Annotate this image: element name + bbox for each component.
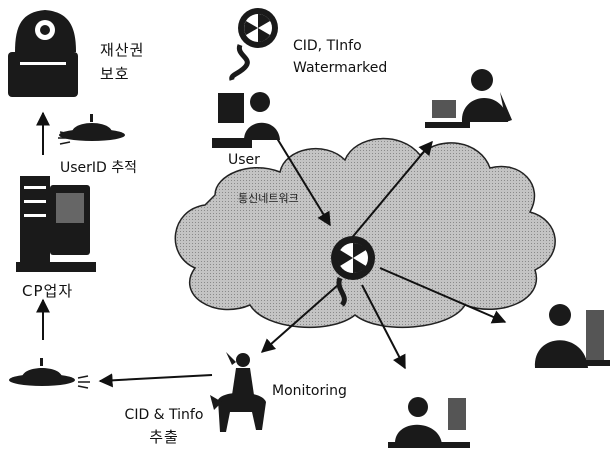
cp-company-label: CP업자: [22, 282, 74, 300]
watermarked-label: Watermarked: [293, 60, 388, 76]
network-label: 통신네트워크: [238, 192, 299, 205]
cid-tinfo-extraction-label: CID & Tinfo: [124, 407, 204, 423]
person-at-desk-bottom-icon: [388, 397, 470, 448]
flow-arrows: [36, 111, 507, 388]
arrow-monitoring-to-radar: [98, 373, 213, 388]
arrow-user-to-network: [274, 134, 331, 227]
arrow-network-to-monitoring: [260, 284, 339, 353]
person-at-laptop-icon: [425, 69, 512, 128]
radar-monitor-icon: [9, 358, 90, 389]
user-label: User: [228, 152, 260, 168]
user-computer-icon: [212, 92, 280, 148]
detective-dog-icon: [210, 352, 266, 432]
copyright-protection-label-line2: 보호: [100, 65, 130, 83]
server-tower-icon: [16, 176, 96, 272]
arrow-network-to-top-right: [349, 140, 433, 241]
cid-tinfo-label: CID, TInfo: [293, 38, 362, 54]
film-reel-icon: [229, 8, 278, 81]
arrow-network-to-right: [379, 267, 507, 324]
monitoring-label: Monitoring: [272, 383, 347, 399]
copyright-protection-label-line1: 재산권: [100, 41, 145, 59]
network-cloud: [174, 137, 556, 329]
safe-icon: [8, 10, 78, 97]
radar-tracker-icon: [58, 114, 125, 145]
person-at-desk-top-icon: [534, 304, 610, 368]
central-film-reel-icon: [331, 236, 375, 307]
userid-tracking-label: UserID 추적: [60, 160, 138, 176]
extraction-label: 추출: [149, 428, 179, 446]
arrow-network-to-bottom: [361, 284, 406, 370]
